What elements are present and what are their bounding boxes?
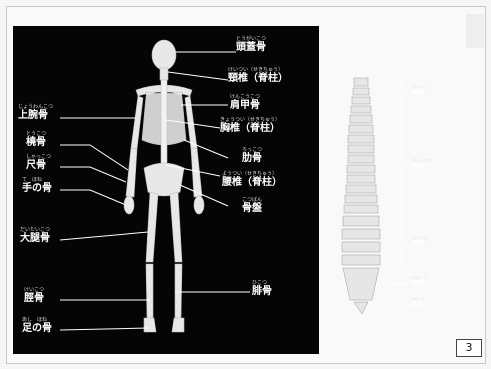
skull-shape [152,40,176,70]
label-pelvis: こつばん 骨盤 [242,198,262,214]
label-ulna: しゃっこつ 尺骨 [26,155,51,171]
label-right-sacrum: せんこつ 仙骨 [412,276,428,286]
label-humerus: じょうわんこつ 上腕骨 [18,105,53,121]
label-tibia: けいこつ 脛骨 [24,288,44,304]
label-thoracic: きょうつい（せきちゅう） 胸椎（脊柱） [220,118,280,134]
label-rib: ろっこつ 肋骨 [242,148,262,164]
foot-left-shape [144,318,156,332]
label-hand: て ほね 手の骨 [22,178,52,194]
cervical-shape [160,68,168,80]
label-femur: だいたいこつ 大腿骨 [20,228,50,244]
label-right-lumbar: ようつい 腰椎 [412,237,428,247]
label-cervical: けいつい（せきちゅう） 頸椎（脊柱） [228,68,288,84]
spine-shape [161,80,167,170]
label-foot: あし ほね 足の骨 [22,318,52,334]
femur-shape [146,192,182,262]
sacrum-shape [343,268,379,300]
label-lumbar: ようつい（せきちゅう） 腰椎（脊柱） [222,172,282,188]
label-right-thoracic: きょうつい 胸椎 [412,159,432,169]
label-fibula: ひこつ 腓骨 [252,281,272,297]
label-radius: とうこつ 橈骨 [26,132,46,148]
page-number: 3 [456,339,482,357]
label-skull: とうがいこつ 頭蓋骨 [236,37,266,53]
foot-right-shape [172,318,184,332]
hand-right-shape [194,196,204,214]
label-scapula: けんこうこつ 肩甲骨 [230,95,260,111]
coccyx-shape [354,302,368,314]
label-right-cervical: けいつい 頸椎 [412,86,428,96]
label-right-coccyx: びこつ 尾骨 [412,298,424,308]
tibia-shape [146,264,182,318]
